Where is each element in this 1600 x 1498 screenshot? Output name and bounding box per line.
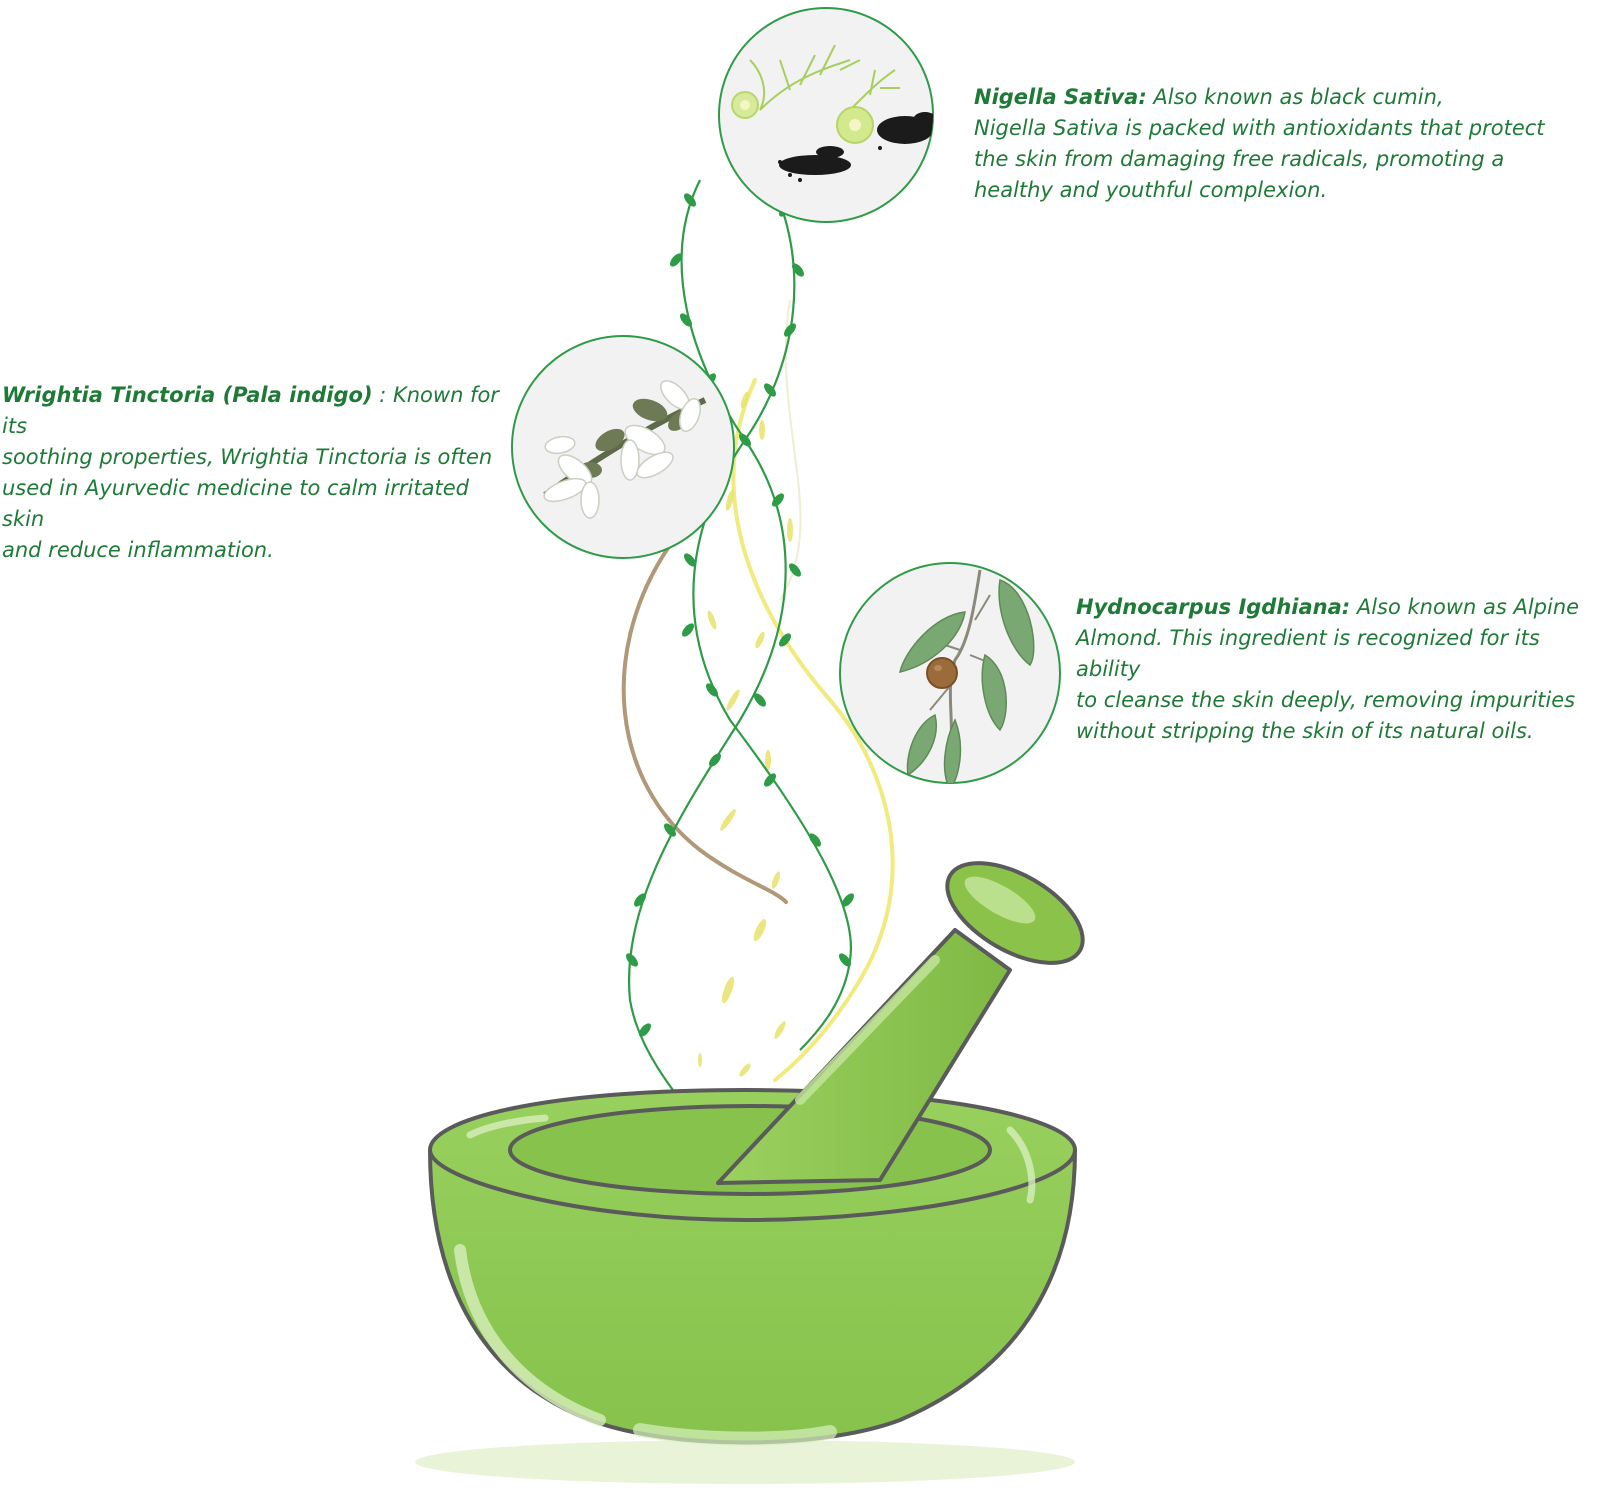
bowl-shadow [415,1440,1075,1484]
root-strand [621,546,788,904]
wrightia-illustration [511,335,735,559]
wrightia-text-line-1: : Known for its [2,383,499,438]
wrightia-text-line-2: soothing properties, Wrightia Tinctoria … [2,445,493,469]
nigella-flower-seeds-icon [731,44,933,182]
hydnocarpus-text-line-1: Also known as Alpine [1350,595,1580,619]
oil-strand-thin [779,299,802,601]
nigella-text-line-3: the skin from damaging free radicals, pr… [974,147,1505,171]
vine-leaves [626,193,854,1107]
hydnocarpus-text-line-4: without stripping the skin of its natura… [1076,719,1534,743]
nigella-illustration [718,7,934,223]
nigella-caption: Nigella Sativa: Also known as black cumi… [974,82,1574,206]
hydnocarpus-illustration [839,562,1061,784]
nigella-name: Nigella Sativa: [974,85,1147,109]
hydnocarpus-caption: Hydnocarpus Igdhiana: Also known as Alpi… [1076,592,1596,747]
nigella-text-line-4: healthy and youthful complexion. [974,178,1328,202]
hydnocarpus-text-line-2: Almond. This ingredient is recognized fo… [1076,626,1540,681]
nigella-text-line-1: Also known as black cumin, [1146,85,1444,109]
wrightia-caption: Wrightia Tinctoria (Pala indigo) : Known… [2,380,512,566]
wrightia-white-flower-icon [543,380,707,519]
hydnocarpus-text-line-3: to cleanse the skin deeply, removing imp… [1076,688,1576,712]
wrightia-text-line-4: and reduce inflammation. [2,538,274,562]
vine-helix [627,179,853,1151]
wrightia-name: Wrightia Tinctoria (Pala indigo) [2,383,373,407]
wrightia-text-line-3: used in Ayurvedic medicine to calm irrit… [2,476,469,531]
oil-strand [731,378,895,1082]
hydnocarpus-name: Hydnocarpus Igdhiana: [1076,595,1351,619]
particles [698,391,793,1106]
nigella-text-line-2: Nigella Sativa is packed with antioxidan… [974,116,1545,140]
mortar-and-pestle-icon [427,861,1085,1446]
